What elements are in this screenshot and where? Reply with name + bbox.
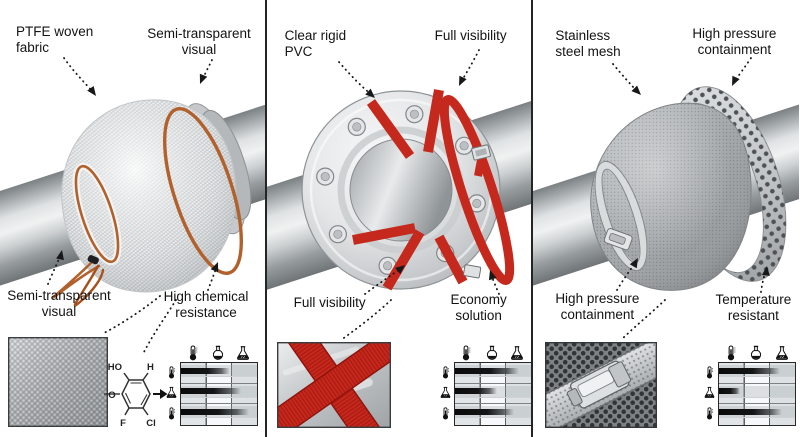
rating-row	[719, 404, 796, 425]
label-clear-rigid-pvc: Clear rigid PVC	[284, 28, 347, 59]
cord-toggle	[87, 255, 99, 265]
thermometer-icon	[439, 366, 452, 379]
arrow-right-icon	[160, 389, 168, 399]
oxygen-label: O	[108, 390, 115, 401]
ptfe-guard-illustration	[0, 85, 266, 307]
round-flask-icon	[484, 345, 500, 361]
pvc-guard-illustration	[266, 81, 533, 308]
thermometer-icon	[458, 345, 474, 361]
chemical-structure: HO H O F Cl	[104, 362, 168, 429]
label-full-visibility-bottom: Full visibility	[293, 295, 366, 310]
rating-grid	[180, 362, 258, 426]
label-high-chemical-resistance: High chemical resistance	[163, 289, 249, 320]
fabric-cover	[61, 99, 237, 293]
cord-loop	[51, 258, 101, 299]
rating-bar	[719, 388, 740, 395]
latch-buckle	[567, 360, 632, 409]
rating-grid	[718, 362, 797, 426]
label-high-pressure-containment-top: High pressure containment	[692, 26, 777, 57]
rating-table	[437, 344, 532, 426]
label-ptfe-woven-fabric: PTFE woven fabric	[16, 24, 94, 55]
red-strap-closeup-swatch	[276, 342, 391, 428]
panel-ptfe-woven-fabric: PTFE woven fabric Semi-transparent visua…	[0, 0, 267, 437]
thermometer-icon	[185, 345, 201, 361]
rating-bar	[719, 367, 781, 374]
rating-bar	[454, 367, 520, 374]
panel-divider	[531, 0, 533, 437]
thermometer-icon	[723, 345, 739, 361]
rating-row	[181, 384, 257, 405]
rating-bar	[454, 408, 514, 415]
rating-row	[719, 363, 796, 384]
red-straps	[351, 89, 514, 291]
rating-table	[701, 344, 797, 426]
hydroxyl-label: HO	[108, 362, 122, 373]
red-strap	[276, 342, 391, 428]
rating-header-icons	[718, 344, 794, 362]
rating-row	[454, 384, 531, 405]
rating-row	[181, 363, 257, 384]
fluorine-label: F	[120, 418, 126, 429]
rating-row-icons	[437, 362, 454, 424]
hydrogen-label: H	[147, 362, 154, 373]
rating-bar	[454, 388, 498, 395]
label-economy-solution: Economy solution	[450, 292, 507, 323]
rating-bar	[181, 388, 242, 395]
orange-rim-cord	[162, 107, 244, 275]
strap-buckle	[470, 144, 491, 161]
round-flask-icon	[210, 345, 226, 361]
erlenmeyer-flask-icon	[439, 386, 452, 399]
latch-closeup-swatch	[545, 342, 658, 428]
panel-clear-rigid-pvc: Clear rigid PVC Full visibility Full vis…	[266, 0, 534, 437]
clamp-buckle	[604, 228, 634, 251]
rating-header-icons	[454, 344, 530, 362]
chlorine-label: Cl	[146, 418, 156, 429]
label-temperature-resistant: Temperature resistant	[715, 292, 792, 323]
clamp-band	[545, 342, 658, 428]
round-flask-icon	[748, 345, 764, 361]
rating-row	[454, 404, 531, 425]
rating-bar	[719, 408, 782, 415]
rating-row	[719, 384, 796, 405]
rating-row	[454, 363, 531, 384]
thermometer-icon	[439, 407, 452, 420]
rating-bar	[181, 408, 250, 415]
label-stainless-steel-mesh: Stainless steel mesh	[555, 28, 621, 59]
rating-row	[181, 404, 257, 425]
label-semi-transparent-visual-bottom: Semi-transparent visual	[7, 288, 111, 319]
rating-header-icons	[180, 344, 256, 362]
rating-bar	[181, 367, 230, 374]
label-semi-transparent-visual-top: Semi-transparent visual	[147, 26, 251, 57]
erlenmeyer-flask-icon	[509, 345, 525, 361]
label-high-pressure-containment-bottom: High pressure containment	[555, 291, 640, 322]
thermometer-icon	[165, 407, 178, 420]
panel-divider	[265, 0, 267, 437]
thermometer-icon	[165, 366, 178, 379]
thermometer-icon	[703, 407, 716, 420]
rating-row-icons	[701, 362, 718, 424]
rating-grid	[453, 362, 532, 426]
erlenmeyer-flask-icon	[774, 345, 790, 361]
strap-buckle	[462, 264, 481, 279]
erlenmeyer-flask-icon	[235, 345, 251, 361]
rating-row-icons	[163, 362, 180, 424]
thermometer-icon	[703, 366, 716, 379]
panel-stainless-steel-mesh: Stainless steel mesh High pressure conta…	[533, 0, 800, 437]
label-full-visibility-top: Full visibility	[434, 28, 507, 43]
erlenmeyer-flask-icon	[703, 386, 716, 399]
woven-fabric-texture-swatch	[8, 337, 108, 427]
mesh-cone	[590, 102, 752, 291]
steel-mesh-guard-illustration	[533, 85, 800, 304]
erlenmeyer-flask-icon	[165, 386, 178, 399]
drawstring-ring	[74, 164, 120, 264]
rating-table	[163, 344, 258, 426]
